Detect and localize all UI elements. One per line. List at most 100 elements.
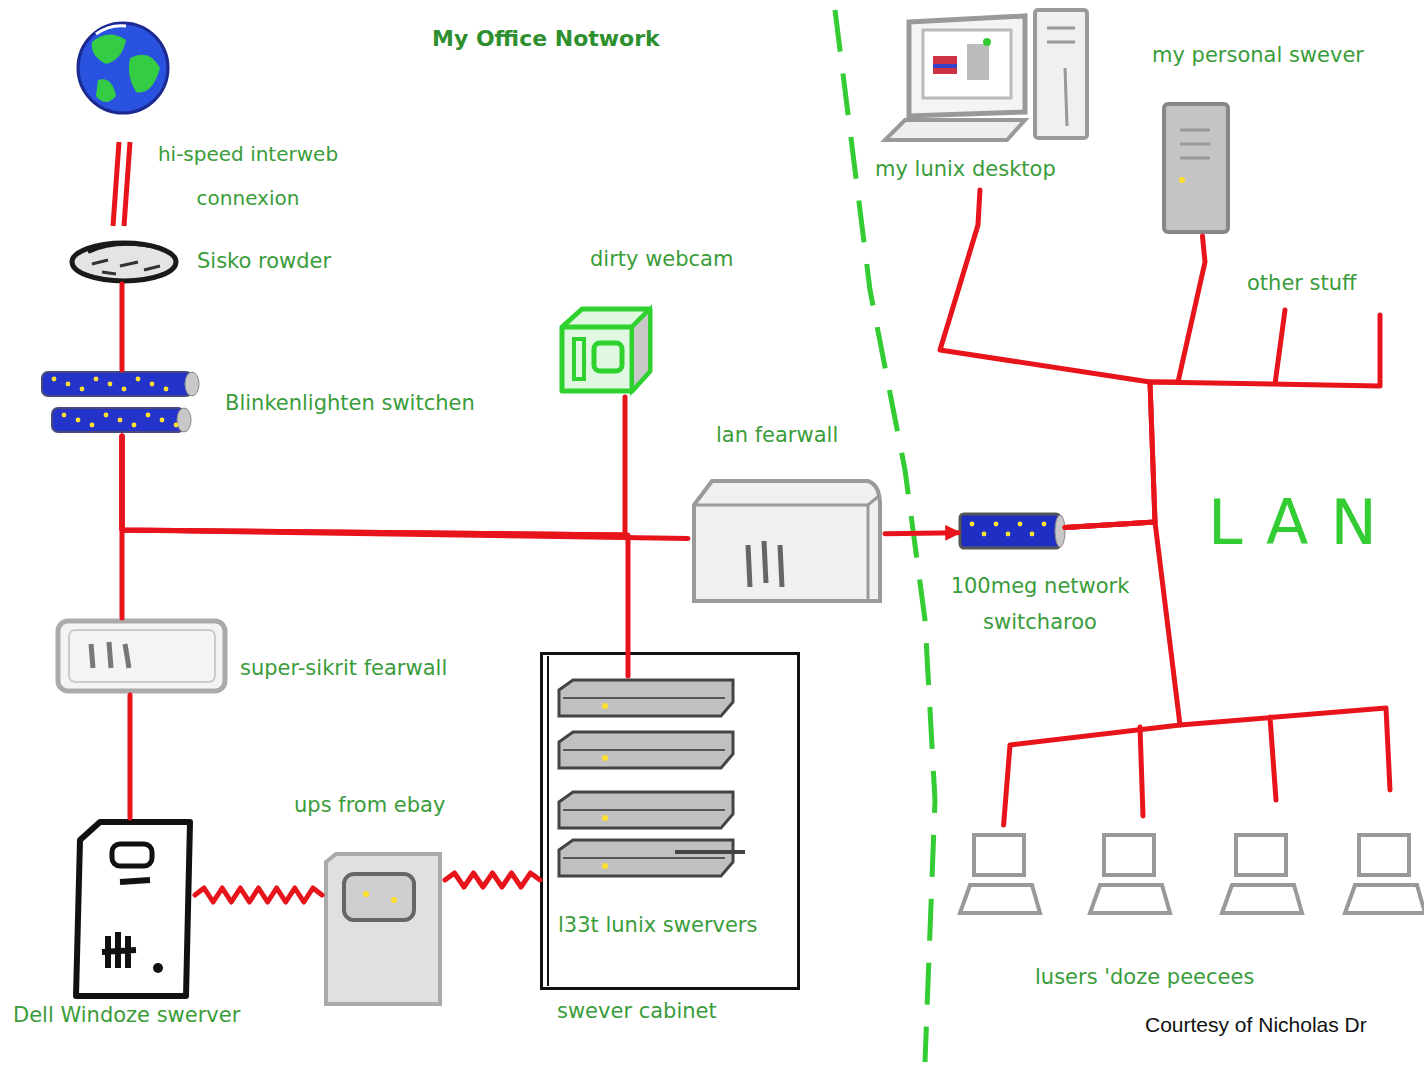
drawing-part bbox=[76, 418, 81, 423]
network-cable bbox=[122, 436, 688, 539]
drawing-part bbox=[91, 642, 129, 668]
drawing-part bbox=[185, 372, 199, 396]
drawing-part bbox=[69, 630, 215, 682]
globe-sea bbox=[78, 23, 168, 113]
drawing-part bbox=[559, 840, 733, 876]
drawing-part bbox=[933, 64, 957, 68]
drawing-part bbox=[675, 850, 745, 854]
drawing-part bbox=[66, 382, 71, 387]
network-cable bbox=[120, 436, 125, 618]
drawing-part bbox=[108, 382, 113, 387]
drawing-part bbox=[1055, 515, 1065, 547]
node-label: my lunix desktop bbox=[875, 156, 1056, 182]
drawing-part bbox=[594, 343, 622, 371]
drawing-part bbox=[118, 418, 123, 423]
globe-land bbox=[129, 55, 160, 93]
node-label: l33t lunix swervers bbox=[558, 912, 757, 938]
credit-caption: Courtesy of Nicholas Dr bbox=[1145, 1013, 1367, 1037]
node-label: 100meg network switcharoo bbox=[935, 568, 1145, 640]
drawing-part bbox=[559, 680, 733, 716]
tower-drawing bbox=[1160, 100, 1234, 236]
drawing-part bbox=[1030, 532, 1035, 537]
network-cable bbox=[940, 190, 1155, 528]
drawing-part bbox=[326, 854, 440, 1004]
drawing-part bbox=[153, 963, 163, 973]
blink-drawing bbox=[42, 370, 207, 436]
drawing-part bbox=[547, 656, 549, 986]
globe-land bbox=[92, 34, 126, 64]
drawing-part bbox=[1042, 522, 1047, 527]
drawing-part bbox=[391, 897, 397, 903]
network-cable bbox=[128, 695, 133, 818]
dell-drawing bbox=[72, 818, 195, 1000]
webcam-drawing bbox=[556, 305, 656, 397]
drawing-part bbox=[559, 792, 733, 828]
ups-box: ups from ebay bbox=[322, 852, 445, 1010]
drawing-part bbox=[748, 541, 782, 587]
drawing-part bbox=[694, 495, 880, 601]
drawing-part bbox=[80, 387, 85, 392]
node-label: my personal swever bbox=[1152, 42, 1364, 68]
drawing-part bbox=[970, 522, 975, 527]
drawing-part bbox=[632, 309, 650, 391]
drawing-part bbox=[90, 423, 95, 428]
connection-note: hi-speed interweb connexion bbox=[148, 132, 348, 220]
drawing-part bbox=[983, 38, 991, 46]
node-label: lan fearwall bbox=[716, 422, 838, 448]
drawing-part bbox=[1090, 885, 1170, 913]
network-cable bbox=[1004, 522, 1180, 825]
drawing-part bbox=[132, 423, 137, 428]
lusers-drawing bbox=[950, 825, 1422, 921]
drawing-part bbox=[574, 339, 584, 379]
drawing-part bbox=[174, 423, 179, 428]
drawing-part bbox=[112, 844, 152, 866]
servers-drawing bbox=[555, 676, 747, 882]
drawing-part bbox=[58, 621, 225, 691]
globe-shine bbox=[96, 26, 126, 34]
drawing-part bbox=[104, 413, 109, 418]
drawing-part bbox=[1179, 177, 1185, 183]
node-label: super-sikrit fearwall bbox=[240, 655, 447, 681]
drawing-part bbox=[94, 377, 99, 382]
node-label: dirty webcam bbox=[590, 246, 733, 272]
drawing-part bbox=[1164, 104, 1228, 232]
drawing-part bbox=[344, 874, 414, 920]
drawing-part bbox=[562, 309, 650, 391]
drawing-part bbox=[42, 372, 192, 396]
drawing-part bbox=[1006, 532, 1011, 537]
lan-wire bbox=[1140, 708, 1390, 816]
node-label: ups from ebay bbox=[294, 792, 445, 818]
network-cable bbox=[885, 530, 958, 536]
firewall-box: super-sikrit fearwall bbox=[55, 618, 228, 695]
drawing-part bbox=[52, 377, 57, 382]
firewall-box: lan fearwall bbox=[688, 475, 885, 608]
drawing-part bbox=[602, 863, 608, 869]
ups-drawing bbox=[322, 852, 445, 1010]
network-cable bbox=[120, 284, 125, 370]
drawing-part bbox=[1018, 522, 1023, 527]
drawing-part bbox=[960, 514, 1060, 548]
drawing-part bbox=[146, 413, 151, 418]
drawing-part bbox=[122, 387, 127, 392]
switcharoo-drawing bbox=[958, 510, 1065, 552]
webcam-icon: dirty webcam bbox=[556, 305, 656, 397]
drawing-part bbox=[559, 732, 733, 768]
globe bbox=[78, 23, 168, 113]
drawing-part bbox=[542, 654, 799, 989]
drawing-part bbox=[1236, 835, 1286, 875]
drawing-part bbox=[909, 16, 1025, 116]
drawing-part bbox=[76, 822, 190, 996]
node-label: Dell Windoze swerver bbox=[13, 1002, 240, 1028]
drawing-part bbox=[1035, 10, 1087, 138]
drawing-part bbox=[1104, 835, 1154, 875]
router-drawing bbox=[68, 236, 180, 284]
drawing-part bbox=[960, 885, 1040, 913]
drawing-part bbox=[967, 44, 989, 80]
node-label: Sisko rowder bbox=[197, 248, 331, 274]
firewall3d-drawing bbox=[688, 475, 885, 608]
server-tower: my personal swever bbox=[1160, 100, 1234, 236]
network-cable bbox=[122, 397, 625, 535]
drawing-part bbox=[933, 56, 957, 74]
sikrit-drawing bbox=[55, 618, 228, 695]
